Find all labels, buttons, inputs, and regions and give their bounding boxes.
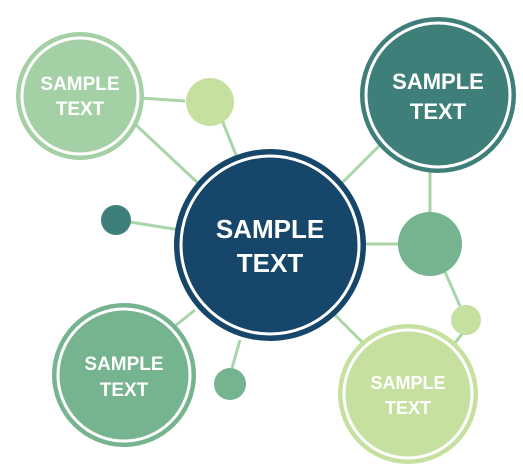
- node-bottom-left: SAMPLE TEXT: [52, 303, 196, 447]
- node-top-left: SAMPLE TEXT: [16, 32, 144, 160]
- connector-right-small: [443, 271, 462, 307]
- node-top-right-label-2: TEXT: [410, 99, 467, 124]
- node-center-label-2: TEXT: [237, 248, 304, 278]
- node-bottom-left-label-2: TEXT: [100, 380, 149, 401]
- dot-right-small-pale: [451, 305, 481, 335]
- dot-left-dark-teal: [101, 205, 131, 235]
- dot-top-pale: [186, 78, 234, 126]
- node-top-left-label-2: TEXT: [56, 99, 105, 120]
- connector-top-left-dot: [139, 96, 186, 103]
- node-bottom-right-label-2: TEXT: [385, 398, 431, 418]
- node-center-label-1: SAMPLE: [216, 214, 324, 244]
- node-bottom-right: SAMPLE TEXT: [338, 324, 478, 464]
- connector-dark-dot: [129, 220, 181, 232]
- node-bottom-left-label-1: SAMPLE: [84, 354, 163, 375]
- connector-top-right: [338, 138, 387, 187]
- connector-bottom-dot: [230, 339, 242, 369]
- node-top-right-label-1: SAMPLE: [392, 69, 484, 94]
- node-top-left-label-1: SAMPLE: [40, 74, 119, 95]
- dot-right-medium: [398, 212, 462, 276]
- dot-bottom-medium: [214, 368, 246, 400]
- node-top-right: SAMPLE TEXT: [360, 17, 516, 173]
- connector-small-dot-center: [220, 119, 240, 161]
- node-center: SAMPLE TEXT: [174, 149, 366, 341]
- node-bottom-right-label-1: SAMPLE: [370, 373, 445, 393]
